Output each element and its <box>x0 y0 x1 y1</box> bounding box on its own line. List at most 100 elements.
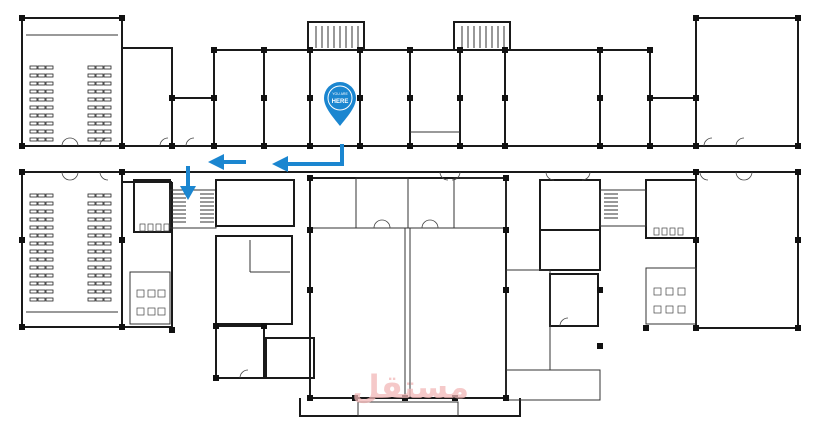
seat <box>95 249 104 254</box>
column <box>19 169 25 175</box>
seat <box>37 233 46 238</box>
column <box>457 47 463 53</box>
column <box>693 143 699 149</box>
seat <box>95 297 104 302</box>
seat <box>103 233 112 238</box>
seat <box>87 89 96 94</box>
seat <box>37 97 46 102</box>
seat <box>87 241 96 246</box>
classroom-seats-top <box>29 65 112 142</box>
column <box>211 47 217 53</box>
arrow-left-icon <box>208 154 224 170</box>
seat <box>37 297 46 302</box>
seat <box>87 113 96 118</box>
seat <box>95 233 104 238</box>
seat <box>87 73 96 78</box>
seat <box>29 233 38 238</box>
seat <box>29 113 38 118</box>
column <box>647 95 653 101</box>
seat <box>95 273 104 278</box>
seat <box>95 225 104 230</box>
seat <box>29 257 38 262</box>
seat <box>37 289 46 294</box>
seat <box>87 129 96 134</box>
column <box>503 175 509 181</box>
seat <box>103 273 112 278</box>
column <box>357 47 363 53</box>
seat <box>103 65 112 70</box>
seat <box>87 121 96 126</box>
seat <box>103 193 112 198</box>
column <box>119 237 125 243</box>
seat <box>37 65 46 70</box>
seat <box>87 217 96 222</box>
seat <box>95 265 104 270</box>
column <box>261 143 267 149</box>
seat <box>29 249 38 254</box>
column <box>261 95 267 101</box>
seat <box>45 289 54 294</box>
arrow-down-icon <box>180 186 196 200</box>
right-center-rooms <box>505 179 601 401</box>
seat <box>87 209 96 214</box>
marker-label-line1: YOU ARE <box>332 92 348 96</box>
column <box>19 237 25 243</box>
column <box>795 143 801 149</box>
route-line <box>288 144 344 166</box>
seat <box>45 121 54 126</box>
seat <box>103 121 112 126</box>
seat <box>29 105 38 110</box>
column <box>211 143 217 149</box>
column <box>693 325 699 331</box>
classroom-seats-bottom <box>29 193 112 302</box>
seat <box>37 105 46 110</box>
column <box>693 15 699 21</box>
column <box>307 227 313 233</box>
column <box>119 15 125 21</box>
column <box>597 143 603 149</box>
column <box>503 287 509 293</box>
seat <box>95 289 104 294</box>
seat <box>29 89 38 94</box>
seat <box>87 265 96 270</box>
seat <box>87 65 96 70</box>
seat <box>45 113 54 118</box>
seat <box>37 201 46 206</box>
seat <box>87 201 96 206</box>
column <box>407 47 413 53</box>
column <box>119 324 125 330</box>
seat <box>87 281 96 286</box>
seat <box>103 257 112 262</box>
seat <box>95 201 104 206</box>
column <box>795 325 801 331</box>
seat <box>29 65 38 70</box>
seat <box>29 121 38 126</box>
left-restroom-block <box>129 179 217 325</box>
column <box>503 227 509 233</box>
column <box>647 47 653 53</box>
column <box>119 143 125 149</box>
marker-label-line2: HERE <box>332 99 349 105</box>
seat <box>45 97 54 102</box>
route-path <box>180 144 344 200</box>
seat <box>45 233 54 238</box>
seat <box>87 257 96 262</box>
seat <box>45 105 54 110</box>
main-corridor <box>22 145 800 173</box>
seat <box>103 225 112 230</box>
seat <box>103 281 112 286</box>
seat <box>103 129 112 134</box>
seat <box>95 65 104 70</box>
column <box>307 47 313 53</box>
seat <box>37 129 46 134</box>
seat <box>37 137 46 142</box>
seat <box>103 73 112 78</box>
top-left-entrance <box>307 21 365 51</box>
column <box>211 95 217 101</box>
seat <box>45 73 54 78</box>
column <box>795 15 801 21</box>
seat <box>29 209 38 214</box>
seat <box>95 105 104 110</box>
column <box>503 395 509 401</box>
